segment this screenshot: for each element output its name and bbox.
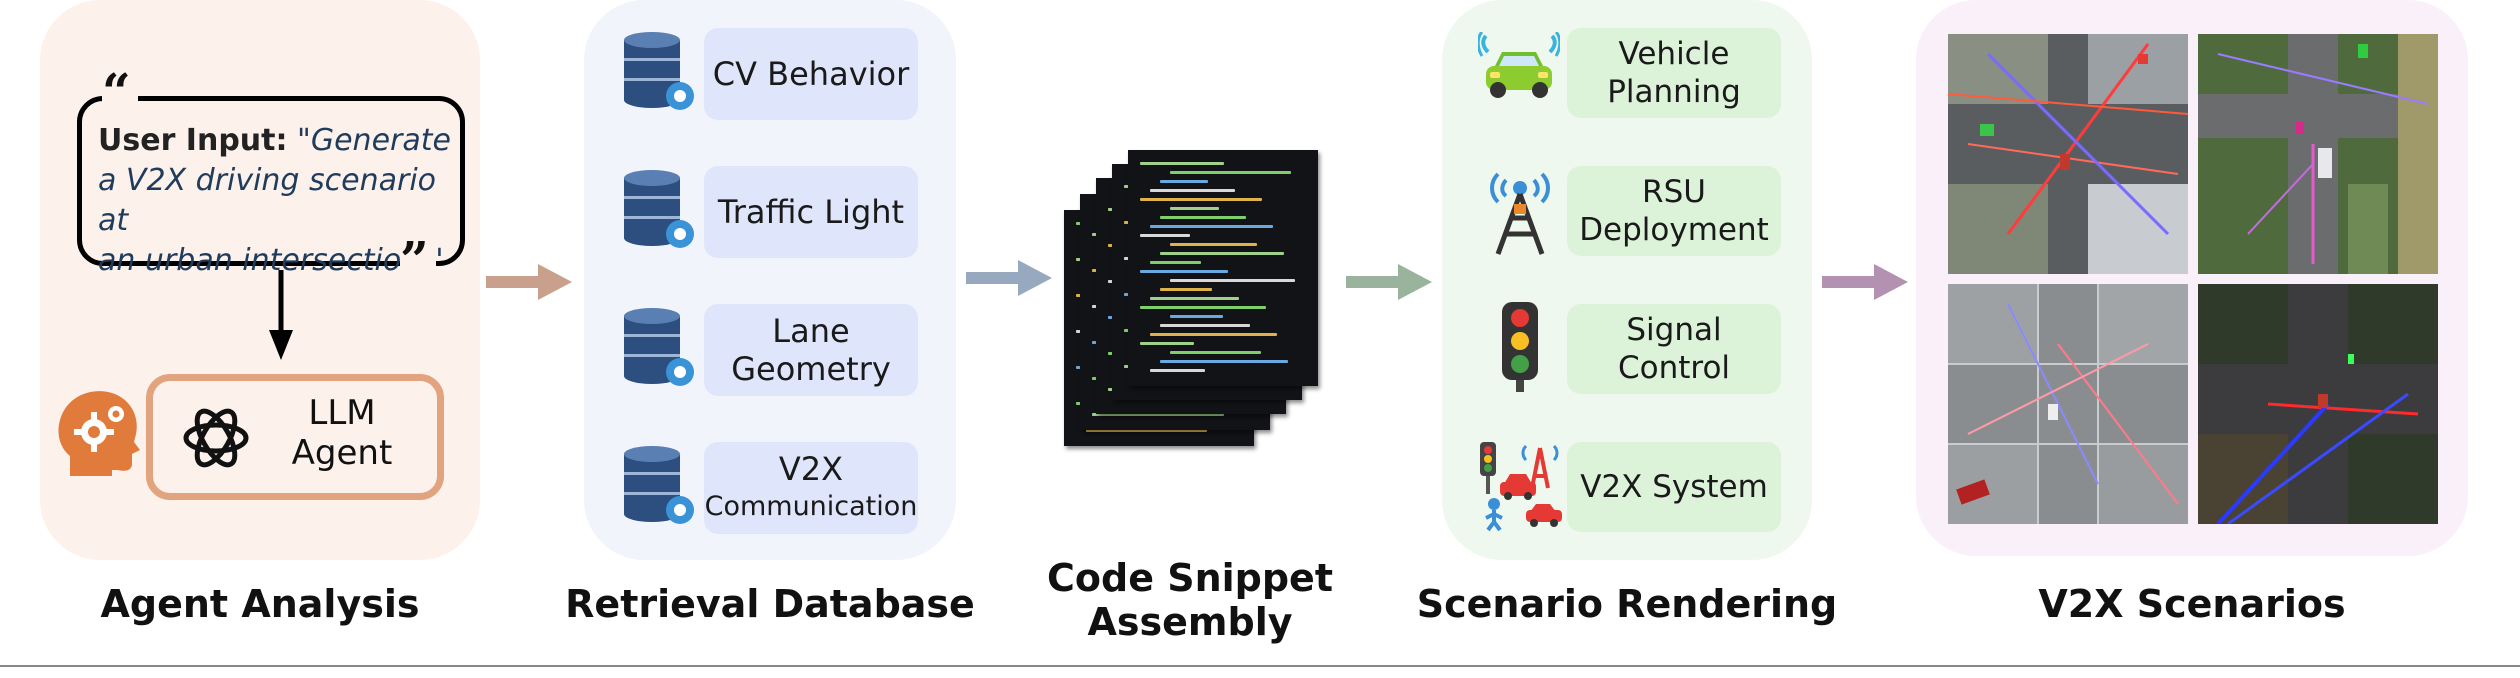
code-line <box>1150 333 1277 336</box>
stage-title-code-snippet: Code Snippet Assembly <box>1010 556 1370 644</box>
render-item-vehicle-planning: Vehicle Planning <box>1567 28 1781 118</box>
user-input-text: User Input: "Generate a V2X driving scen… <box>98 121 458 281</box>
database-item-line-2: Geometry <box>731 350 891 388</box>
database-item-line-1: CV Behavior <box>712 55 910 93</box>
agent-analysis-panel: User Input: "Generate a V2X driving scen… <box>40 0 480 560</box>
openai-logo-icon <box>183 408 249 468</box>
code-line <box>1170 207 1219 210</box>
database-icon <box>624 446 694 524</box>
user-input-label: User Input: <box>98 123 288 158</box>
render-item-line-1: Vehicle <box>1618 36 1730 72</box>
code-sheet-front <box>1128 150 1318 386</box>
render-item-v2x-system: V2X System <box>1567 442 1781 532</box>
code-line <box>1160 252 1284 255</box>
code-line <box>1160 216 1246 219</box>
stage-title-agent-analysis: Agent Analysis <box>100 582 420 626</box>
user-input-box: User Input: "Generate a V2X driving scen… <box>77 96 465 278</box>
flow-arrow-4 <box>1822 264 1908 300</box>
stage-title-scenario-rendering: Scenario Rendering <box>1416 582 1838 626</box>
database-icon <box>624 32 694 110</box>
render-item-line-2: Deployment <box>1579 212 1769 248</box>
head-gears-icon <box>58 391 140 476</box>
open-quote-icon: “ <box>102 67 138 117</box>
code-line <box>1140 270 1228 273</box>
scenario-image-3 <box>1948 284 2188 524</box>
stage-title-retrieval-database: Retrieval Database <box>565 582 975 626</box>
code-line <box>1150 189 1235 192</box>
flow-arrow-2 <box>966 260 1052 296</box>
code-line <box>1140 234 1190 237</box>
llm-agent-line-1: LLM <box>308 393 376 433</box>
code-line <box>1170 315 1223 318</box>
render-item-line-1: RSU <box>1642 174 1706 210</box>
scenario-image-2 <box>2198 34 2438 274</box>
stage-title-code-line-2: Assembly <box>1087 600 1293 644</box>
retrieval-database-panel: CV Behavior Traffic Light Lane Geometry <box>584 0 956 560</box>
code-line <box>1150 369 1205 372</box>
bottom-divider <box>0 665 2520 667</box>
code-line <box>1140 306 1266 309</box>
code-line <box>1160 324 1250 327</box>
code-line <box>1170 243 1257 246</box>
stage-title-code-line-1: Code Snippet <box>1047 556 1333 600</box>
scenario-rendering-panel: Vehicle Planning RSU Deployment Signal C… <box>1442 0 1812 560</box>
code-line <box>1170 351 1261 354</box>
user-input-prompt-3: an urban intersection." <box>98 243 444 278</box>
rsu-tower-icon <box>1490 172 1550 255</box>
code-line <box>1140 198 1262 201</box>
code-line <box>1160 180 1208 183</box>
database-icon <box>624 170 694 248</box>
database-item-v2x-communication: V2X Communication <box>704 442 918 534</box>
scenario-image-4 <box>2198 284 2438 524</box>
code-line <box>1150 225 1273 228</box>
flow-arrow-1 <box>486 264 572 300</box>
connected-car-icon <box>1478 32 1560 98</box>
code-snippet-stack <box>1064 150 1324 446</box>
render-item-line-2: Planning <box>1607 74 1741 110</box>
database-item-cv-behavior: CV Behavior <box>704 28 918 120</box>
code-line <box>1140 342 1194 345</box>
database-item-line-1: Lane <box>772 312 850 350</box>
traffic-light-icon <box>1502 302 1538 392</box>
code-line <box>1170 171 1291 174</box>
stage-title-v2x-scenarios: V2X Scenarios <box>2038 582 2346 626</box>
close-quote-icon: ” <box>400 235 436 285</box>
render-item-line-1: Signal <box>1626 312 1722 348</box>
code-line <box>1140 162 1224 165</box>
database-item-traffic-light: Traffic Light <box>704 166 918 258</box>
database-item-line-1: V2X <box>778 450 844 488</box>
v2x-system-icon <box>1480 442 1562 532</box>
database-icon <box>624 308 694 386</box>
v2x-scenarios-panel <box>1916 0 2468 556</box>
user-input-prompt-2: a V2X driving scenario at <box>98 163 437 238</box>
code-line <box>1086 429 1207 432</box>
render-item-line-1: V2X System <box>1580 469 1768 505</box>
code-line <box>1160 360 1288 363</box>
scenario-image-1 <box>1948 34 2188 274</box>
llm-agent-label: LLM Agent <box>257 393 427 473</box>
down-arrow-icon <box>269 270 293 360</box>
database-item-lane-geometry: Lane Geometry <box>704 304 918 396</box>
render-item-rsu-deployment: RSU Deployment <box>1567 166 1781 256</box>
code-line <box>1150 297 1239 300</box>
flow-arrow-3 <box>1346 264 1432 300</box>
render-item-line-2: Control <box>1617 350 1731 386</box>
code-line <box>1160 288 1212 291</box>
llm-agent-box: LLM Agent <box>146 374 444 500</box>
user-input-prompt-1: "Generate <box>297 123 451 158</box>
llm-agent-line-2: Agent <box>291 433 393 473</box>
database-item-line-1: Traffic Light <box>717 193 905 231</box>
render-item-signal-control: Signal Control <box>1567 304 1781 394</box>
code-line <box>1150 261 1201 264</box>
database-item-line-2: Communication <box>704 491 918 522</box>
code-line <box>1092 413 1224 416</box>
code-line <box>1170 279 1295 282</box>
